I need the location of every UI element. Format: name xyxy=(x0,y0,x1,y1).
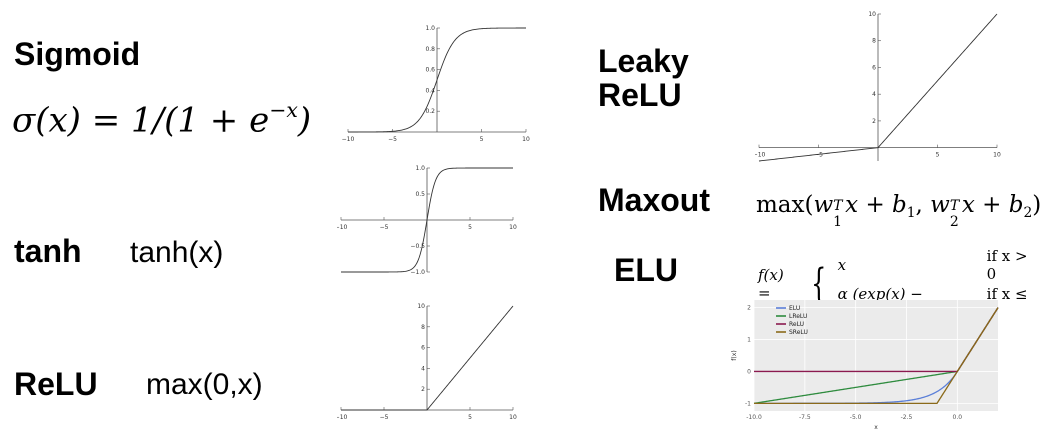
elu-x-tick-label: -2.5 xyxy=(901,414,913,421)
leaky_relu-x-tick-label: 5 xyxy=(936,152,940,159)
relu-y-tick-label: 8 xyxy=(421,324,425,331)
elu-y-tick-label: 1 xyxy=(747,337,751,344)
tanh-formula: tanh(x) xyxy=(130,236,224,269)
elu-legend-label: LReLU xyxy=(789,313,807,320)
elu-x-tick-label: 0.0 xyxy=(953,414,963,421)
relu-y-tick-label: 2 xyxy=(421,386,425,393)
maxout-b1-sub: 1 xyxy=(906,204,916,221)
elu-y-axis-label: f(x) xyxy=(731,350,738,360)
sigmoid-y-tick-label: 1.0 xyxy=(425,25,435,32)
elu-legend-label: ELU xyxy=(789,305,800,312)
elu-x-tick-label: -10.0 xyxy=(746,414,762,421)
elu-series-srelu xyxy=(754,307,999,404)
sigmoid-y-tick-label: 0.8 xyxy=(425,46,435,53)
maxout-sub2: 2 xyxy=(949,214,959,230)
maxout-b1: b xyxy=(892,192,907,218)
sigmoid-formula: σ(x) = 1/(1 + e−x) xyxy=(12,98,311,140)
sigmoid-formula-rhs: ) xyxy=(297,100,312,141)
elu-y-tick-label: -1 xyxy=(745,400,751,407)
maxout-x1: x + xyxy=(845,192,893,218)
relu-x-tick-label: 10 xyxy=(509,414,517,420)
leaky-relu-title: Leaky ReLU xyxy=(598,43,689,113)
relu-y-tick-label: 10 xyxy=(417,303,425,310)
elu-x-tick-label: -5.0 xyxy=(850,414,862,421)
tanh-y-tick-label: 1.0 xyxy=(415,165,425,172)
leaky_relu-x-tick-label: −5 xyxy=(814,152,823,159)
relu-plot: −10 −5 5 10 2 4 6 8 10 xyxy=(337,303,517,420)
tanh-x-tick-label: −5 xyxy=(380,224,389,231)
relu-curve xyxy=(341,305,514,411)
leaky_relu-x-tick-label: 10 xyxy=(993,152,1001,159)
sigmoid-title: Sigmoid xyxy=(14,36,141,72)
maxout-comma: , xyxy=(915,192,931,218)
relu-y-tick-label: 4 xyxy=(421,365,425,372)
elu-brace: { xyxy=(811,261,827,307)
sigmoid-plot: −10 −5 5 10 0.2 0.4 0.6 0.8 1.0 xyxy=(342,25,530,143)
leaky_relu-curve xyxy=(758,13,998,162)
leaky_relu-x-tick-label: −10 xyxy=(755,152,766,159)
elu-x-tick-label: -7.5 xyxy=(799,414,811,421)
maxout-x2: x + xyxy=(961,192,1009,218)
sigmoid-formula-lhs: σ(x) = 1/(1 + e xyxy=(12,100,270,141)
elu-legend-label: ReLU xyxy=(789,321,804,328)
sigmoid-formula-exp: −x xyxy=(269,98,298,122)
elu-legend-label: SReLU xyxy=(789,329,808,336)
maxout-w2: w xyxy=(930,192,950,218)
sigmoid-x-tick-label: −10 xyxy=(342,136,355,143)
maxout-max: max( xyxy=(756,192,814,218)
elu-case1-cond: if x > 0 xyxy=(986,247,1028,283)
tanh-curve xyxy=(341,167,513,273)
leaky_relu-y-tick-label: 2 xyxy=(872,118,876,125)
elu-comparison-plot: -10.0 -7.5 -5.0 -2.5 0.0 -1 0 1 2 x f(x) ELULReLURe… xyxy=(731,300,999,430)
maxout-title: Maxout xyxy=(598,182,710,218)
sigmoid-x-tick-label: 5 xyxy=(480,136,484,143)
maxout-b2: b xyxy=(1008,192,1024,218)
maxout-w1: w xyxy=(813,192,834,218)
elu-y-tick-label: 0 xyxy=(747,368,751,375)
leaky_relu-y-tick-label: 8 xyxy=(872,38,876,45)
leaky_relu-y-tick-label: 4 xyxy=(872,91,876,98)
sigmoid-curve xyxy=(347,27,527,133)
sigmoid-y-tick-label: 0.6 xyxy=(425,67,435,74)
elu-title: ELU xyxy=(614,252,678,288)
elu-lhs: f(x) = xyxy=(758,266,784,302)
tanh-y-tick-label: 0.5 xyxy=(415,191,425,198)
leaky-relu-title-line2: ReLU xyxy=(598,76,682,113)
relu-x-tick-label: −10 xyxy=(337,414,348,420)
maxout-t2: T xyxy=(949,198,960,214)
relu-formula: max(0,x) xyxy=(146,368,263,401)
sigmoid-y-tick-label: 0.4 xyxy=(425,87,435,94)
sigmoid-y-tick-label: 0.2 xyxy=(425,108,435,115)
relu-title: ReLU xyxy=(14,366,98,402)
sigmoid-x-tick-label: −5 xyxy=(388,136,397,143)
leaky_relu-y-tick-label: 6 xyxy=(872,64,876,71)
tanh-title: tanh xyxy=(14,233,82,269)
sigmoid-x-tick-label: 10 xyxy=(522,136,530,143)
leaky-relu-plot: −10 −5 5 10 2 4 6 8 10 xyxy=(755,11,1001,162)
maxout-close: ) xyxy=(1032,192,1042,218)
elu-x-axis-label: x xyxy=(874,424,878,430)
elu-case1-expr: x xyxy=(837,256,847,274)
maxout-b2-sub: 2 xyxy=(1023,204,1033,221)
tanh-y-tick-label: −1.0 xyxy=(410,269,425,276)
maxout-t1: T xyxy=(833,198,843,214)
relu-x-tick-label: −5 xyxy=(380,414,389,420)
tanh-plot: −10 −5 5 10 −1.0 −0.5 0.5 1.0 xyxy=(337,165,517,276)
leaky_relu-y-tick-label: 10 xyxy=(868,11,876,18)
relu-y-tick-label: 6 xyxy=(421,345,425,352)
tanh-y-tick-label: −0.5 xyxy=(410,243,425,250)
tanh-x-tick-label: −10 xyxy=(337,224,348,231)
relu-x-tick-label: 5 xyxy=(468,414,472,420)
maxout-sub1: 1 xyxy=(833,214,843,230)
tanh-x-tick-label: 10 xyxy=(509,224,517,231)
elu-y-tick-label: 2 xyxy=(747,305,751,312)
tanh-x-tick-label: 5 xyxy=(468,224,472,231)
leaky-relu-title-line1: Leaky xyxy=(598,43,689,79)
